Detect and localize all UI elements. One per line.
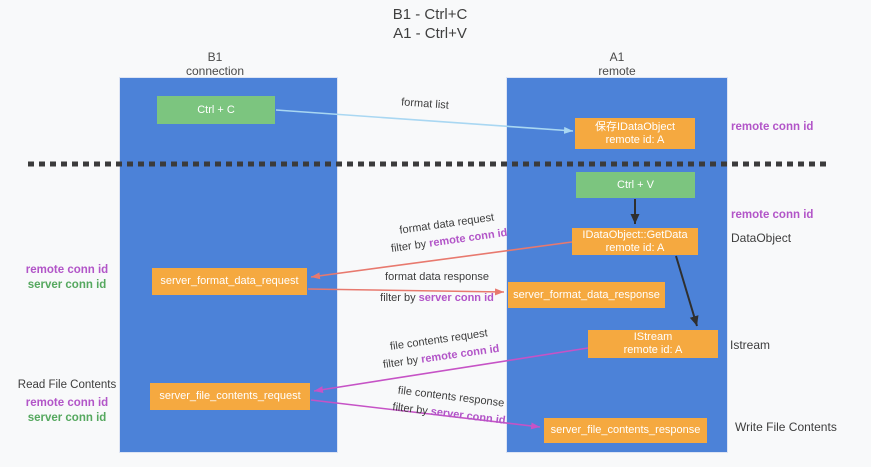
filter-prefix: filter by: [380, 292, 419, 304]
filter-prefix: filter by: [382, 353, 423, 372]
annotation-left-remote-conn-id-top: remote conn id: [25, 264, 109, 276]
annotation-remote-conn-id-mid: remote conn id: [731, 209, 814, 221]
annotation-left-server-conn-id-bottom: server conn id: [27, 412, 107, 424]
annotation-left-server-conn-id-top: server conn id: [27, 279, 107, 291]
lane-b1-subtitle: connection: [185, 64, 245, 78]
filter-key-server-conn-id: server conn id: [430, 405, 507, 427]
edge-label-format-data-response-text: format data response: [385, 271, 489, 283]
node-ctrl-v-label: Ctrl + V: [617, 178, 654, 191]
node-save-idataobject: 保存IDataObject remote id: A: [575, 118, 695, 149]
edge-label-format-list: format list: [385, 95, 466, 113]
annotation-remote-conn-id-top: remote conn id: [731, 121, 814, 133]
node-server-format-data-request: server_format_data_request: [152, 268, 307, 295]
lane-b1-name: B1: [207, 50, 223, 64]
node-server-file-contents-response: server_file_contents_response: [544, 418, 707, 443]
node-save-idataobject-line2: remote id: A: [605, 133, 665, 146]
node-ctrl-v: Ctrl + V: [576, 172, 695, 198]
edge-label-file-contents-request: file contents request filter by remote c…: [359, 323, 521, 374]
node-ctrl-c: Ctrl + C: [157, 96, 275, 124]
annotation-write-file-contents: Write File Contents: [735, 420, 837, 434]
node-server-format-data-response-label: server_format_data_response: [513, 288, 660, 301]
diagram-title: B1 - Ctrl+C A1 - Ctrl+V: [0, 5, 860, 43]
title-line-2: A1 - Ctrl+V: [393, 25, 467, 42]
node-server-file-contents-response-label: server_file_contents_response: [550, 424, 701, 436]
filter-prefix: filter by: [390, 237, 431, 256]
node-ctrl-c-label: Ctrl + C: [197, 103, 235, 116]
annotation-istream: Istream: [730, 338, 771, 352]
node-idataobject-getdata: IDataObject::GetData remote id: A: [572, 228, 698, 255]
title-line-1: B1 - Ctrl+C: [392, 6, 468, 23]
annotation-read-file-contents: Read File Contents: [17, 379, 117, 391]
filter-key-server-conn-id: server conn id: [418, 292, 494, 304]
node-save-idataobject-line1: 保存IDataObject: [594, 120, 676, 133]
node-server-format-data-response: server_format_data_response: [508, 282, 665, 308]
node-istream-line1: IStream: [633, 331, 673, 343]
lane-a1-name: A1: [609, 50, 625, 64]
annotation-dataobject: DataObject: [731, 231, 792, 245]
annotation-conn-ids-bottom: remote conn id server conn id: [8, 396, 126, 426]
edge-label-format-data-request: format data request filter by remote con…: [367, 207, 529, 258]
filter-prefix: filter by: [391, 401, 432, 418]
node-istream-line2: remote id: A: [623, 344, 683, 356]
node-idataobject-getdata-line1: IDataObject::GetData: [582, 228, 688, 241]
edge-label-format-data-response: format data response filter by server co…: [357, 271, 517, 304]
lane-header-a1: A1 remote: [547, 50, 687, 78]
edge-label-format-list-text: format list: [400, 96, 450, 112]
node-server-file-contents-request-label: server_file_contents_request: [159, 390, 301, 402]
node-idataobject-getdata-line2: remote id: A: [605, 241, 665, 254]
edge-label-format-data-response-filter: filter by server conn id: [380, 292, 494, 304]
node-server-file-contents-request: server_file_contents_request: [150, 383, 310, 410]
annotation-left-remote-conn-id-bottom: remote conn id: [25, 397, 109, 409]
lane-a1-subtitle: remote: [598, 64, 636, 78]
node-server-format-data-request-label: server_format_data_request: [160, 275, 299, 287]
annotation-conn-ids-top: remote conn id server conn id: [8, 263, 126, 293]
lane-header-b1: B1 connection: [145, 50, 285, 78]
node-istream: IStream remote id: A: [588, 330, 718, 358]
